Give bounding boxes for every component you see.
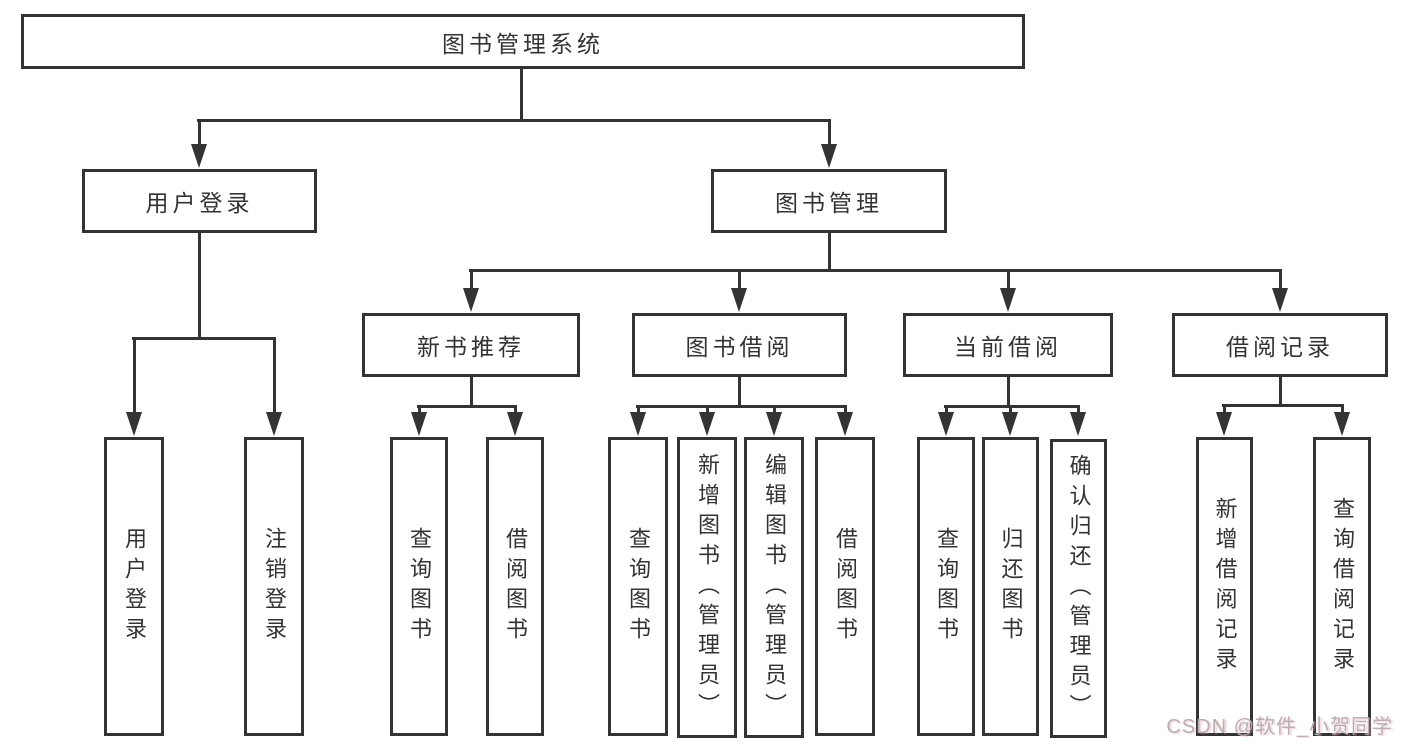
connector-line [469,269,1282,272]
arrowhead-down-icon [1070,412,1086,436]
connector-line [198,119,201,147]
connector-line [738,269,741,291]
connector-line [945,405,948,415]
arrowhead-down-icon [1000,288,1016,312]
leaf-query-books-current: 查询图书 [917,437,975,736]
arrowhead-down-icon [507,412,523,436]
leaf-add-book-admin: 新增图书（管理员） [677,437,737,738]
arrowhead-down-icon [1216,412,1232,436]
arrowhead-down-icon [1334,412,1350,436]
arrowhead-down-icon [463,288,479,312]
connector-line [470,375,473,407]
connector-line [1077,405,1080,415]
connector-line [520,68,523,121]
connector-line [1341,404,1344,415]
connector-line [944,405,1080,408]
connector-line [470,269,473,291]
node-book-management: 图书管理 [711,169,947,233]
csdn-watermark: CSDN @软件_小贺同学 [1166,716,1393,738]
connector-line [844,405,847,415]
leaf-query-books-recommend: 查询图书 [390,437,448,736]
connector-line [1007,375,1010,407]
leaf-confirm-return-admin: 确认归还（管理员） [1050,439,1107,738]
connector-line [738,375,741,407]
connector-line [637,405,640,415]
leaf-add-borrow-record: 新增借阅记录 [1196,437,1253,736]
connector-line [133,337,136,415]
leaf-borrow-books-recommend: 借阅图书 [486,437,544,736]
arrowhead-down-icon [837,412,853,436]
arrowhead-down-icon [411,412,427,436]
connector-line [273,337,276,415]
leaf-query-borrow-record: 查询借阅记录 [1313,437,1371,736]
leaf-edit-book-admin: 编辑图书（管理员） [744,437,804,738]
connector-line [828,231,831,271]
leaf-logout: 注销登录 [244,437,304,736]
leaf-return-book: 归还图书 [982,437,1039,736]
connector-line [706,405,709,415]
leaf-user-login: 用户登录 [104,437,164,736]
arrowhead-down-icon [126,412,142,436]
node-user-login: 用户登录 [82,169,317,233]
connector-line [1009,405,1012,415]
connector-line [1279,269,1282,291]
connector-line [773,405,776,415]
arrowhead-down-icon [266,412,282,436]
leaf-borrow-books-borrow: 借阅图书 [815,437,875,736]
arrowhead-down-icon [731,288,747,312]
connector-line [1007,269,1010,291]
arrowhead-down-icon [191,144,207,168]
node-book-borrow: 图书借阅 [632,313,847,377]
connector-line [418,405,421,415]
connector-line [828,119,831,147]
arrowhead-down-icon [699,412,715,436]
arrowhead-down-icon [1272,288,1288,312]
arrowhead-down-icon [630,412,646,436]
connector-line [1223,404,1226,415]
arrowhead-down-icon [938,412,954,436]
connector-line [514,405,517,415]
node-library-management-system: 图书管理系统 [21,14,1025,69]
arrowhead-down-icon [821,144,837,168]
connector-line [198,231,201,339]
connector-line [132,337,275,340]
leaf-query-books-borrow: 查询图书 [608,437,668,736]
arrowhead-down-icon [766,412,782,436]
connector-line [1222,404,1344,407]
node-current-borrow: 当前借阅 [903,313,1113,377]
connector-line [1279,375,1282,406]
connector-line [636,405,847,408]
connector-line [197,119,831,122]
node-new-book-recommend: 新书推荐 [362,313,580,377]
arrowhead-down-icon [1002,412,1018,436]
node-borrow-records: 借阅记录 [1172,313,1388,377]
connector-line [417,405,517,408]
